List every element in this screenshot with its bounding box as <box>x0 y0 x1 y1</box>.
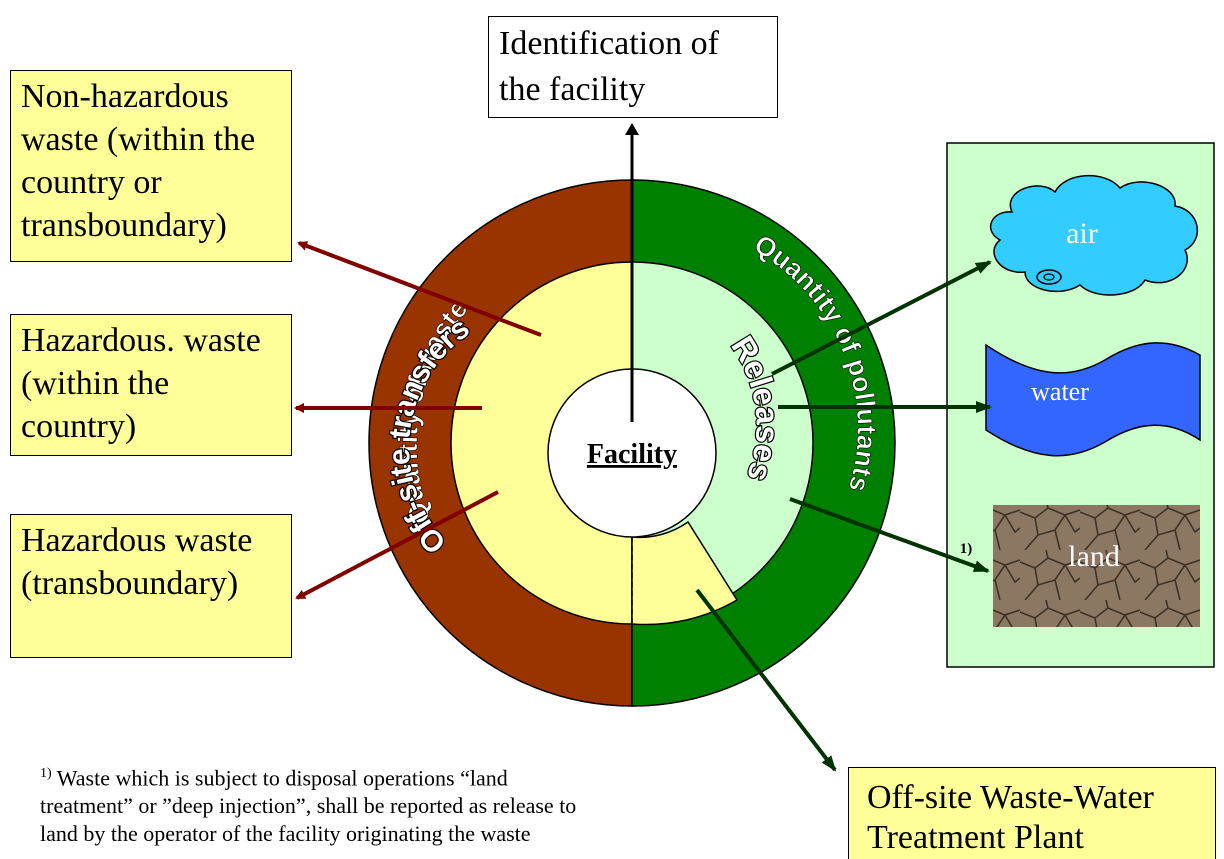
arrow-to-non-hazardous <box>297 241 542 337</box>
hazardous-country-waste-box: Hazardous. waste (within the country) <box>10 314 292 456</box>
air-cloud <box>989 175 1199 296</box>
non-hazardous-waste-box: Non-hazardous waste (within the country … <box>10 70 292 262</box>
hazardous-transboundary-waste-box: Hazardous waste (transboundary) <box>10 514 292 658</box>
land-image <box>993 505 1200 627</box>
footnote: 1) Waste which is subject to disposal op… <box>40 760 600 848</box>
land-label: land <box>1068 540 1120 573</box>
arrow-to-wwtp <box>695 588 837 772</box>
facility-label: Facility <box>587 439 677 470</box>
water-flag <box>985 342 1201 457</box>
arrow-to-hazardous-transboundary <box>295 490 499 600</box>
arrow-to-air <box>771 260 992 376</box>
arrow-to-land <box>789 497 990 573</box>
footnote-text: Waste which is subject to disposal opera… <box>40 765 577 847</box>
water-label: water <box>1031 377 1089 406</box>
wwtp-zone <box>631 520 739 626</box>
identification-box: Identification of the facility <box>488 16 778 118</box>
transfer-zone <box>450 261 633 625</box>
wwtp-box: Off-site Waste-Water Treatment Plant <box>848 767 1216 859</box>
air-label: air <box>1066 217 1098 250</box>
footnote-marker: 1) <box>40 766 52 781</box>
land-footnote-marker: 1) <box>960 541 973 557</box>
